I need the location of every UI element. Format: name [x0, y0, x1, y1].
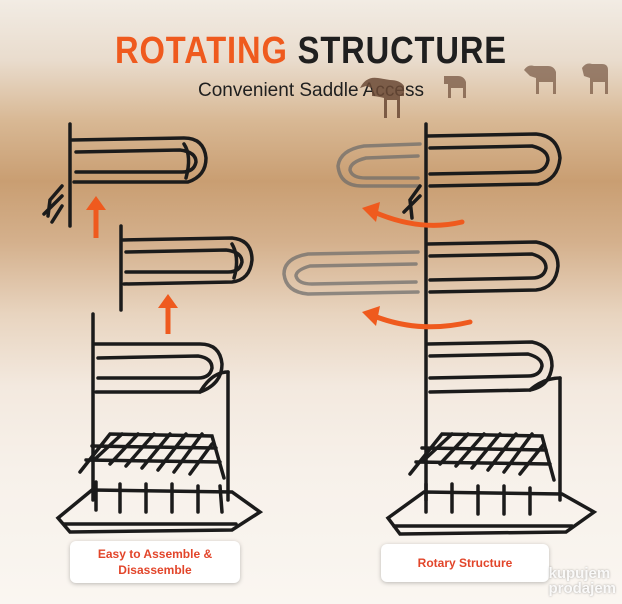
up-arrow-icon [86, 196, 106, 238]
saddle-arm-middle [119, 224, 254, 312]
rotating-rack [385, 122, 598, 536]
horse-silhouette [360, 77, 404, 118]
horse-silhouette [524, 65, 556, 94]
curved-rotate-arrow-icon [362, 202, 465, 228]
up-arrow-icon [158, 294, 178, 334]
headline: ROTATING STRUCTURE [44, 30, 579, 73]
watermark-line2: prodajem [548, 580, 616, 597]
saddle-arm-top [42, 122, 208, 228]
saddle-arm-ghost [282, 250, 420, 296]
label-rotary-structure: Rotary Structure [381, 544, 549, 582]
watermark-line1: kupujem [548, 565, 611, 582]
headline-main: STRUCTURE [297, 30, 507, 72]
watermark: kupujem prodajem [548, 566, 616, 596]
saddle-arm-ghost [336, 142, 422, 188]
horse-silhouettes [360, 63, 608, 118]
label-easy-assemble: Easy to Assemble & Disassemble [70, 541, 240, 583]
horse-silhouette [582, 63, 608, 94]
headline-accent: ROTATING [115, 30, 288, 72]
curved-rotate-arrow-icon [362, 306, 473, 330]
horse-silhouette [444, 76, 466, 98]
base-stand [55, 312, 264, 534]
